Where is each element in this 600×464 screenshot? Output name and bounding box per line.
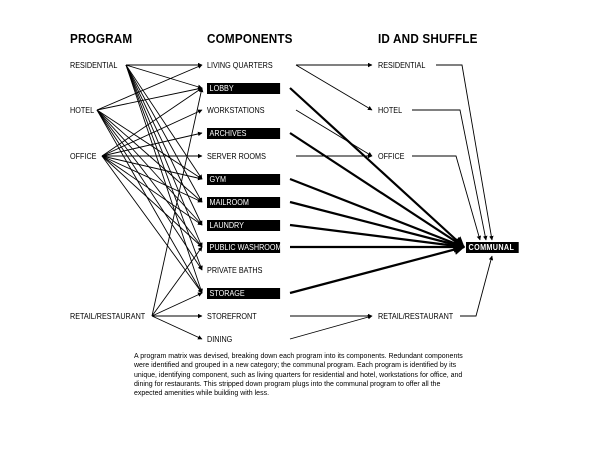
communal-link-line — [289, 177, 466, 249]
hub-feed-line — [412, 155, 482, 241]
program-residential: RESIDENTIAL — [70, 60, 118, 70]
shuffle-link-line — [289, 314, 373, 340]
program-link-line — [96, 109, 203, 226]
program-link-line — [101, 155, 203, 203]
program-link-line — [151, 292, 203, 317]
program-link-line — [125, 64, 203, 89]
program-link-line — [151, 315, 203, 340]
shuffle-office: OFFICE — [378, 151, 405, 161]
program-link-line — [125, 64, 203, 294]
communal-link-line — [289, 200, 466, 250]
program-link-line — [96, 109, 203, 294]
program-link-line — [151, 246, 203, 317]
program-link-line — [125, 64, 203, 180]
id-shuffle-heading: ID AND SHUFFLE — [378, 31, 478, 46]
shuffle-hotel: HOTEL — [378, 105, 403, 115]
hub-feed-line — [460, 255, 494, 317]
program-hotel: HOTEL — [70, 105, 95, 115]
program-link-line — [151, 87, 204, 317]
program-link-line — [96, 109, 203, 271]
program-office: OFFICE — [70, 151, 97, 161]
shuffle-retail-restaurant: RETAIL/RESTAURANT — [378, 311, 454, 321]
program-link-line — [101, 131, 203, 157]
component-archives: ARCHIVES — [207, 128, 281, 139]
hub-feed-line — [412, 109, 488, 241]
component-mailroom: MAILROOM — [207, 197, 281, 208]
communal-link-line — [289, 87, 465, 248]
components-heading: COMPONENTS — [207, 31, 293, 46]
program-link-line — [101, 155, 203, 248]
component-gym: GYM — [207, 174, 281, 185]
communal-link-line — [289, 244, 466, 295]
component-storefront: STOREFRONT — [207, 311, 257, 321]
communal-link-line — [289, 223, 466, 252]
component-server-rooms: SERVER ROOMS — [207, 151, 266, 161]
program-link-line — [125, 64, 203, 203]
communal-hub: COMMUNAL — [466, 242, 519, 253]
component-living-quarters: LIVING QUARTERS — [207, 60, 273, 70]
program-link-line — [96, 109, 203, 248]
shuffle-link-line — [295, 109, 373, 157]
program-link-line — [101, 87, 203, 157]
component-dining: DINING — [207, 334, 233, 344]
program-retail-restaurant: RETAIL/RESTAURANT — [70, 311, 146, 321]
program-heading: PROGRAM — [70, 31, 133, 46]
program-link-line — [101, 155, 203, 181]
component-storage: STORAGE — [207, 288, 281, 299]
communal-link-line — [289, 132, 465, 248]
component-private-baths: PRIVATE BATHS — [207, 265, 263, 275]
shuffle-residential: RESIDENTIAL — [378, 60, 426, 70]
program-link-line — [96, 86, 203, 111]
program-link-line — [101, 109, 203, 157]
program-link-line — [101, 155, 203, 226]
component-laundry: LAUNDRY — [207, 220, 281, 231]
program-link-line — [101, 155, 203, 294]
component-workstations: WORKSTATIONS — [207, 105, 265, 115]
caption-text: A program matrix was devised, breaking d… — [134, 353, 463, 398]
component-public-washrooms: PUBLIC WASHROOMS — [207, 242, 286, 253]
hub-feed-line — [436, 64, 494, 241]
component-lobby: LOBBY — [207, 83, 281, 94]
program-link-line — [96, 64, 203, 111]
shuffle-link-line — [295, 64, 373, 111]
